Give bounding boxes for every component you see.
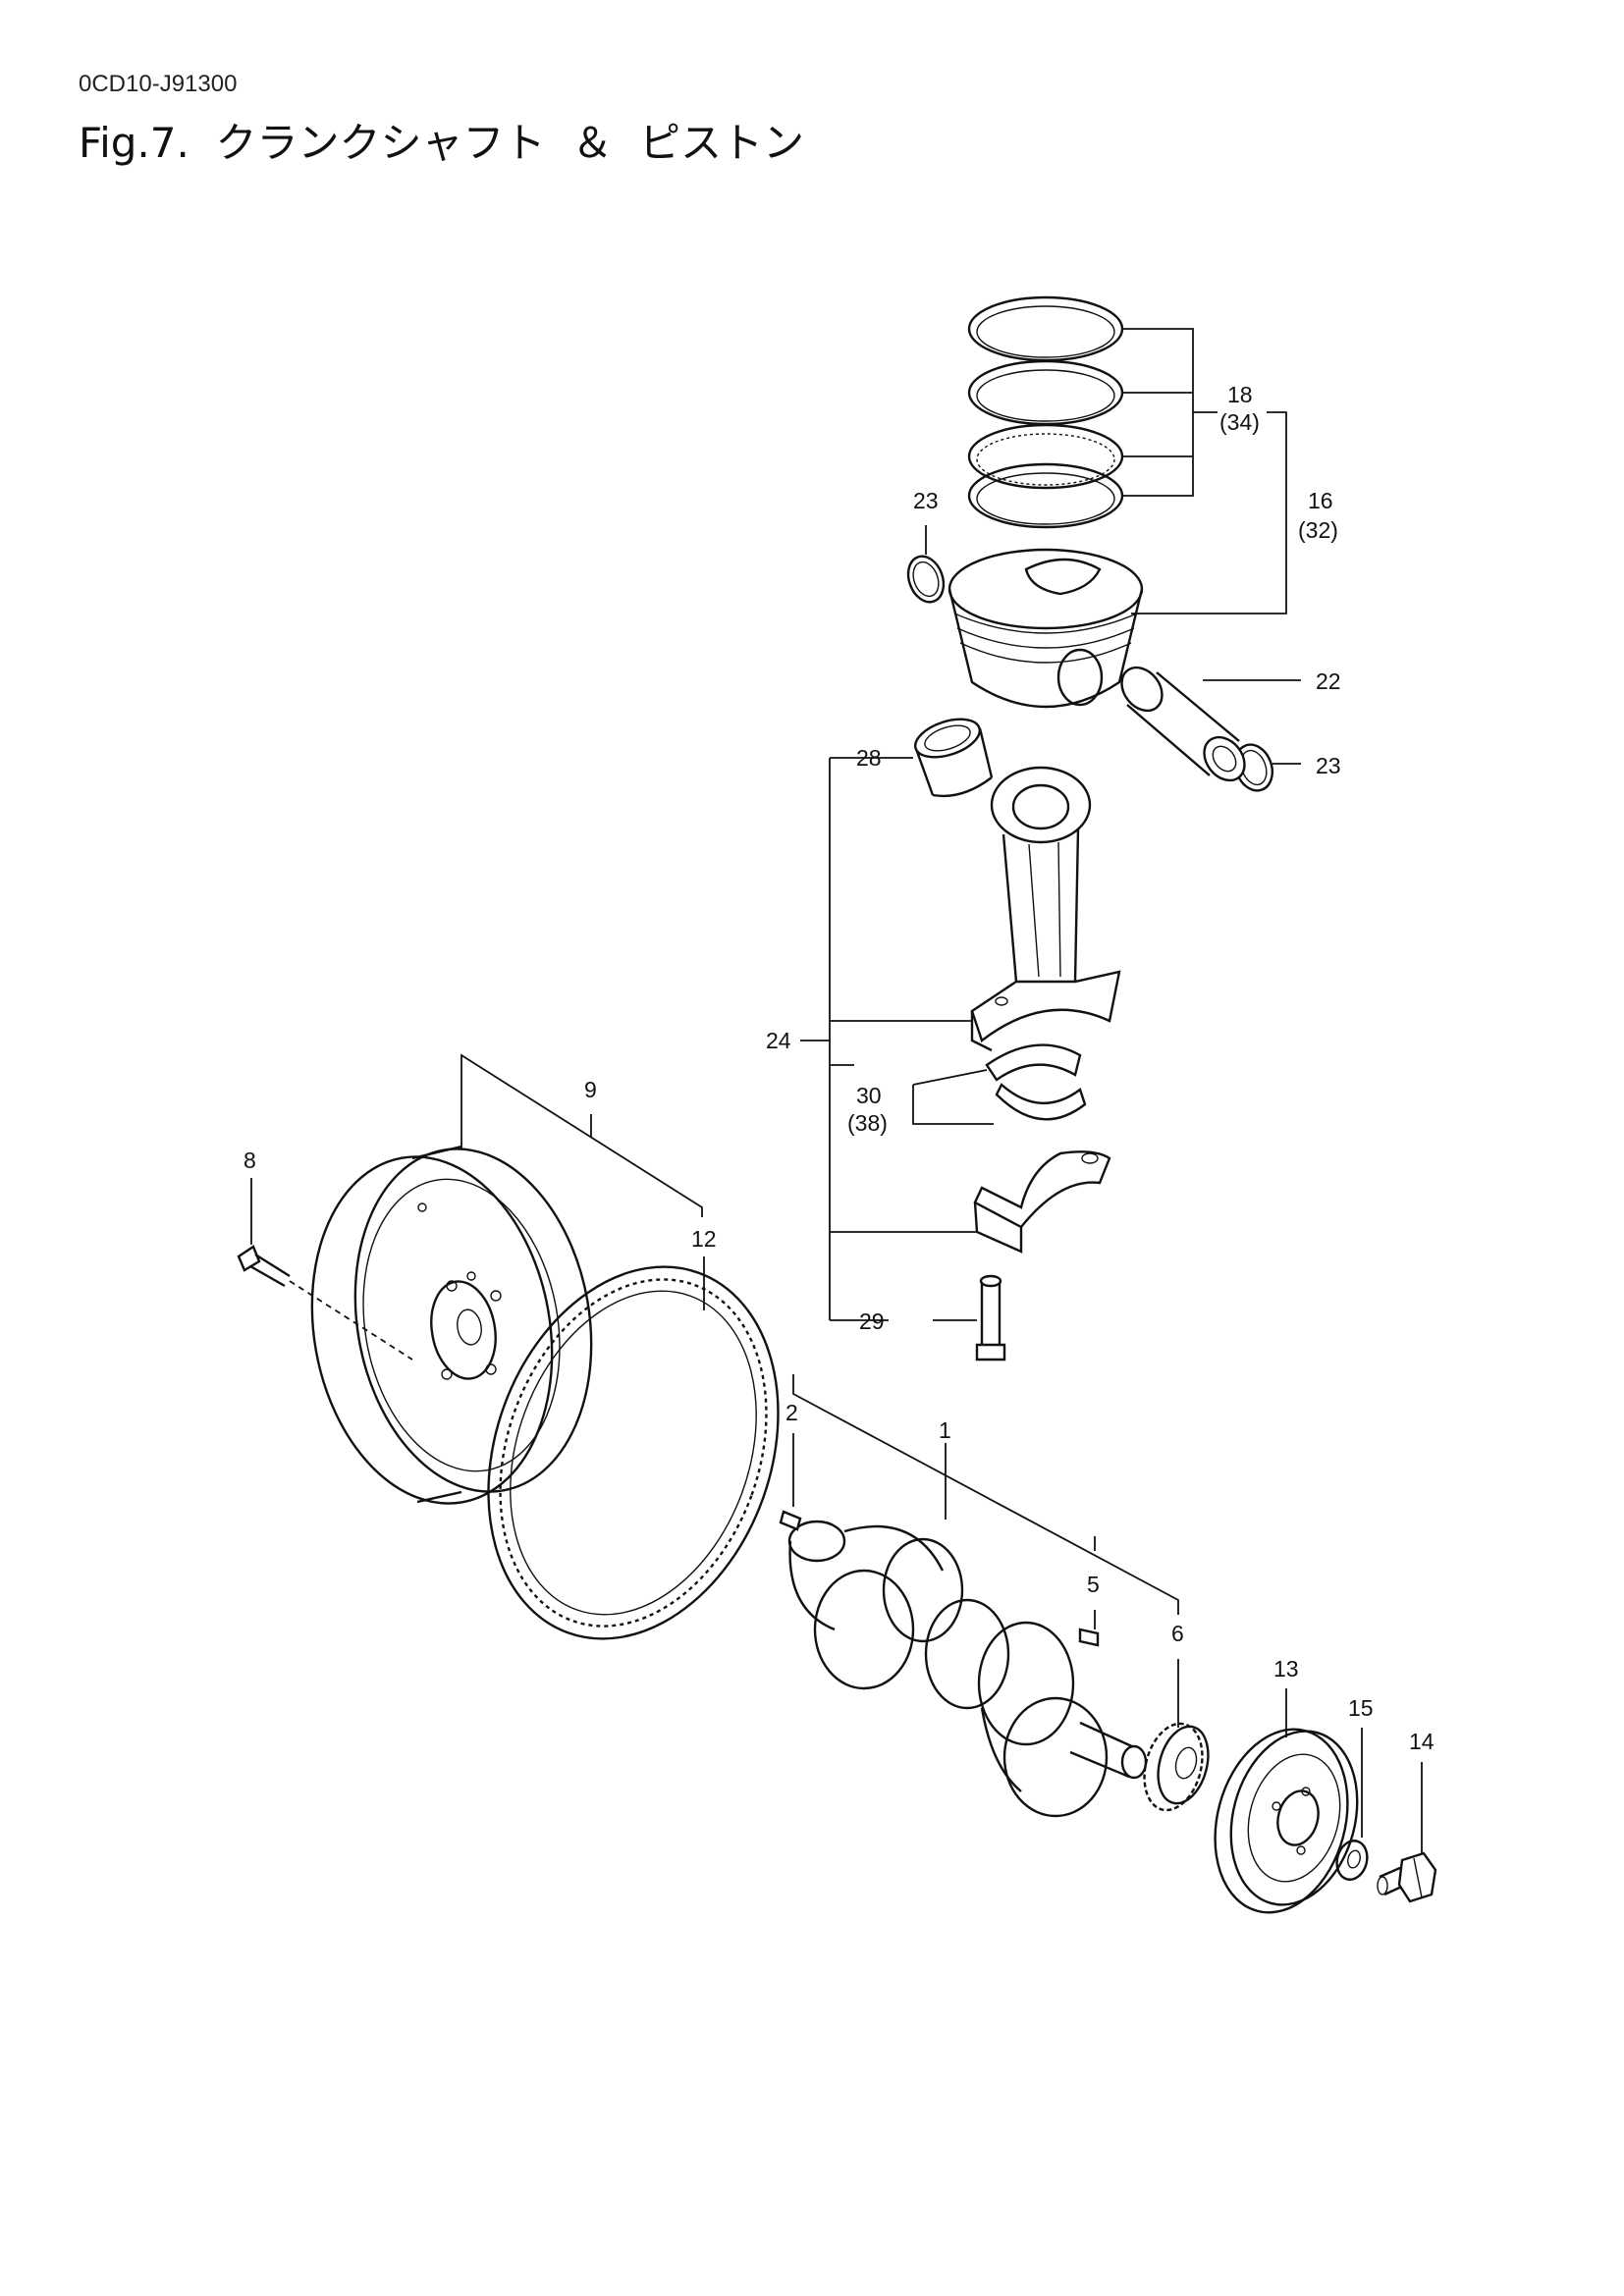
dowel-pin	[779, 1510, 802, 1531]
callout-29: 29	[859, 1308, 885, 1334]
crankshaft-pulley	[1214, 1728, 1359, 1914]
connecting-rod-cap	[973, 1150, 1111, 1254]
crank-pin-bearing-upper	[985, 1043, 1082, 1082]
piston-ring-set	[967, 295, 1124, 529]
callout-12: 12	[691, 1226, 717, 1252]
leader-lines	[250, 328, 1423, 1853]
callout-18: 18	[1227, 382, 1253, 407]
piston-pin	[1120, 666, 1246, 782]
connecting-rod	[970, 766, 1121, 1052]
callout-24: 24	[766, 1028, 791, 1053]
callout-9: 9	[584, 1077, 597, 1102]
snap-ring-left	[906, 555, 946, 604]
callout-13: 13	[1273, 1656, 1299, 1682]
callout-8: 8	[244, 1148, 256, 1173]
callout-15: 15	[1348, 1695, 1374, 1721]
crankshaft	[787, 1520, 1148, 1818]
callout-6: 6	[1171, 1621, 1184, 1646]
callout-34: (34)	[1219, 409, 1260, 435]
callout-labels: 18 (34) 16 (32) 23 22 23 28 24 30 (38) 2…	[244, 382, 1435, 1754]
flywheel-bolt	[237, 1245, 413, 1361]
callout-30: 30	[856, 1083, 882, 1108]
callout-5: 5	[1087, 1572, 1100, 1597]
callout-16: 16	[1308, 488, 1333, 513]
callout-28: 28	[856, 745, 882, 771]
washer	[1335, 1840, 1369, 1881]
callout-2: 2	[785, 1400, 798, 1425]
ring-gear	[487, 1265, 780, 1640]
callout-1: 1	[939, 1417, 951, 1443]
connecting-rod-bolt	[975, 1274, 1006, 1362]
callout-38: (38)	[847, 1110, 888, 1136]
pulley-bolt	[1377, 1851, 1437, 1903]
small-end-bushing	[913, 718, 994, 798]
drawing-code: 0CD10-J91300	[79, 71, 238, 97]
figure-title: Fig.7. クランクシャフト ＆ ピストン	[79, 119, 804, 167]
callout-14: 14	[1409, 1729, 1435, 1754]
callout-23-left: 23	[913, 488, 939, 513]
crank-pin-bearing-lower	[995, 1083, 1087, 1121]
woodruff-key	[1078, 1628, 1100, 1647]
callout-22: 22	[1316, 668, 1341, 694]
crankshaft-gear	[1143, 1722, 1210, 1812]
callout-32: (32)	[1298, 517, 1338, 543]
piston	[947, 548, 1144, 709]
flywheel	[310, 1145, 593, 1505]
callout-23-right: 23	[1316, 753, 1341, 778]
